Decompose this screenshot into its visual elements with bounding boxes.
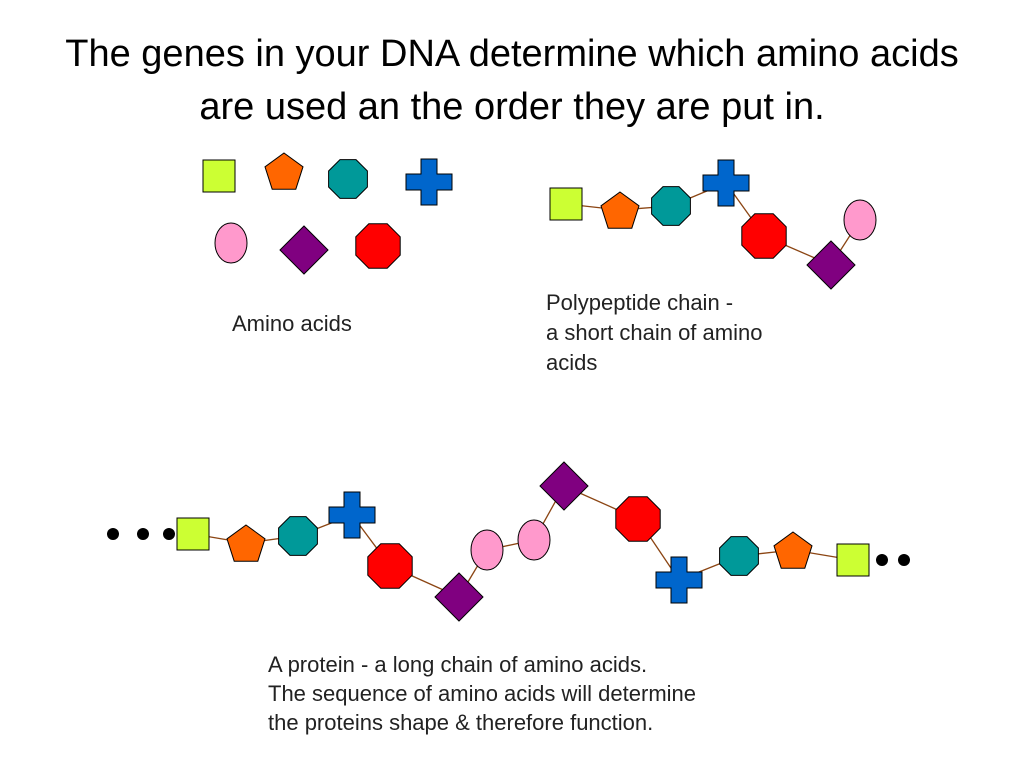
red-octagon-amino-acid-icon (367, 543, 413, 589)
teal-octagon-amino-acid-icon (278, 516, 318, 556)
ellipse-amino-acid-icon (517, 519, 551, 561)
caption-protein: A protein - a long chain of amino acids.… (268, 650, 696, 737)
chain-continuation-dot-icon (137, 528, 149, 540)
ellipse-amino-acid-icon (843, 199, 877, 241)
pentagon-amino-acid-icon (600, 191, 640, 229)
square-amino-acid-icon (202, 159, 236, 193)
diamond-amino-acid-icon (434, 572, 484, 622)
teal-octagon-amino-acid-icon (328, 159, 368, 199)
pentagon-amino-acid-icon (773, 531, 813, 569)
red-octagon-amino-acid-icon (741, 213, 787, 259)
chain-continuation-dot-icon (163, 528, 175, 540)
chain-continuation-dot-icon (107, 528, 119, 540)
chain-continuation-dot-icon (876, 554, 888, 566)
cross-amino-acid-icon (405, 158, 453, 206)
caption-amino-line: Amino acids (232, 311, 352, 336)
cross-amino-acid-icon (702, 159, 750, 207)
free-amino-acids (202, 152, 453, 275)
pentagon-amino-acid-icon (264, 152, 304, 190)
diamond-amino-acid-icon (539, 461, 589, 511)
cross-amino-acid-icon (655, 556, 703, 604)
diamond-amino-acid-icon (806, 240, 856, 290)
square-amino-acid-icon (549, 187, 583, 221)
red-octagon-amino-acid-icon (355, 223, 401, 269)
diamond-amino-acid-icon (279, 225, 329, 275)
caption-poly-line-1: Polypeptide chain - (546, 290, 734, 315)
ellipse-amino-acid-icon (470, 529, 504, 571)
polypeptide-chain (549, 159, 877, 290)
slide-title: The genes in your DNA determine which am… (0, 28, 1024, 134)
caption-poly-line-3: acids (546, 350, 598, 375)
caption-protein-line-3: the proteins shape & therefore function. (268, 710, 654, 735)
pentagon-amino-acid-icon (226, 524, 266, 562)
protein-chain (107, 461, 910, 622)
cross-amino-acid-icon (328, 491, 376, 539)
teal-octagon-amino-acid-icon (719, 536, 759, 576)
caption-polypeptide: Polypeptide chain - a short chain of ami… (546, 288, 762, 378)
title-line-1: The genes in your DNA determine which am… (65, 33, 959, 75)
red-octagon-amino-acid-icon (615, 496, 661, 542)
ellipse-amino-acid-icon (214, 222, 248, 264)
chain-continuation-dot-icon (898, 554, 910, 566)
caption-poly-line-2: a short chain of amino (546, 320, 763, 345)
square-amino-acid-icon (176, 517, 210, 551)
caption-protein-line-1: A protein - a long chain of amino acids. (268, 652, 648, 677)
title-line-2: are used an the order they are put in. (199, 86, 825, 128)
square-amino-acid-icon (836, 543, 870, 577)
teal-octagon-amino-acid-icon (651, 186, 691, 226)
caption-amino-acids: Amino acids (232, 309, 352, 339)
caption-protein-line-2: The sequence of amino acids will determi… (268, 681, 697, 706)
